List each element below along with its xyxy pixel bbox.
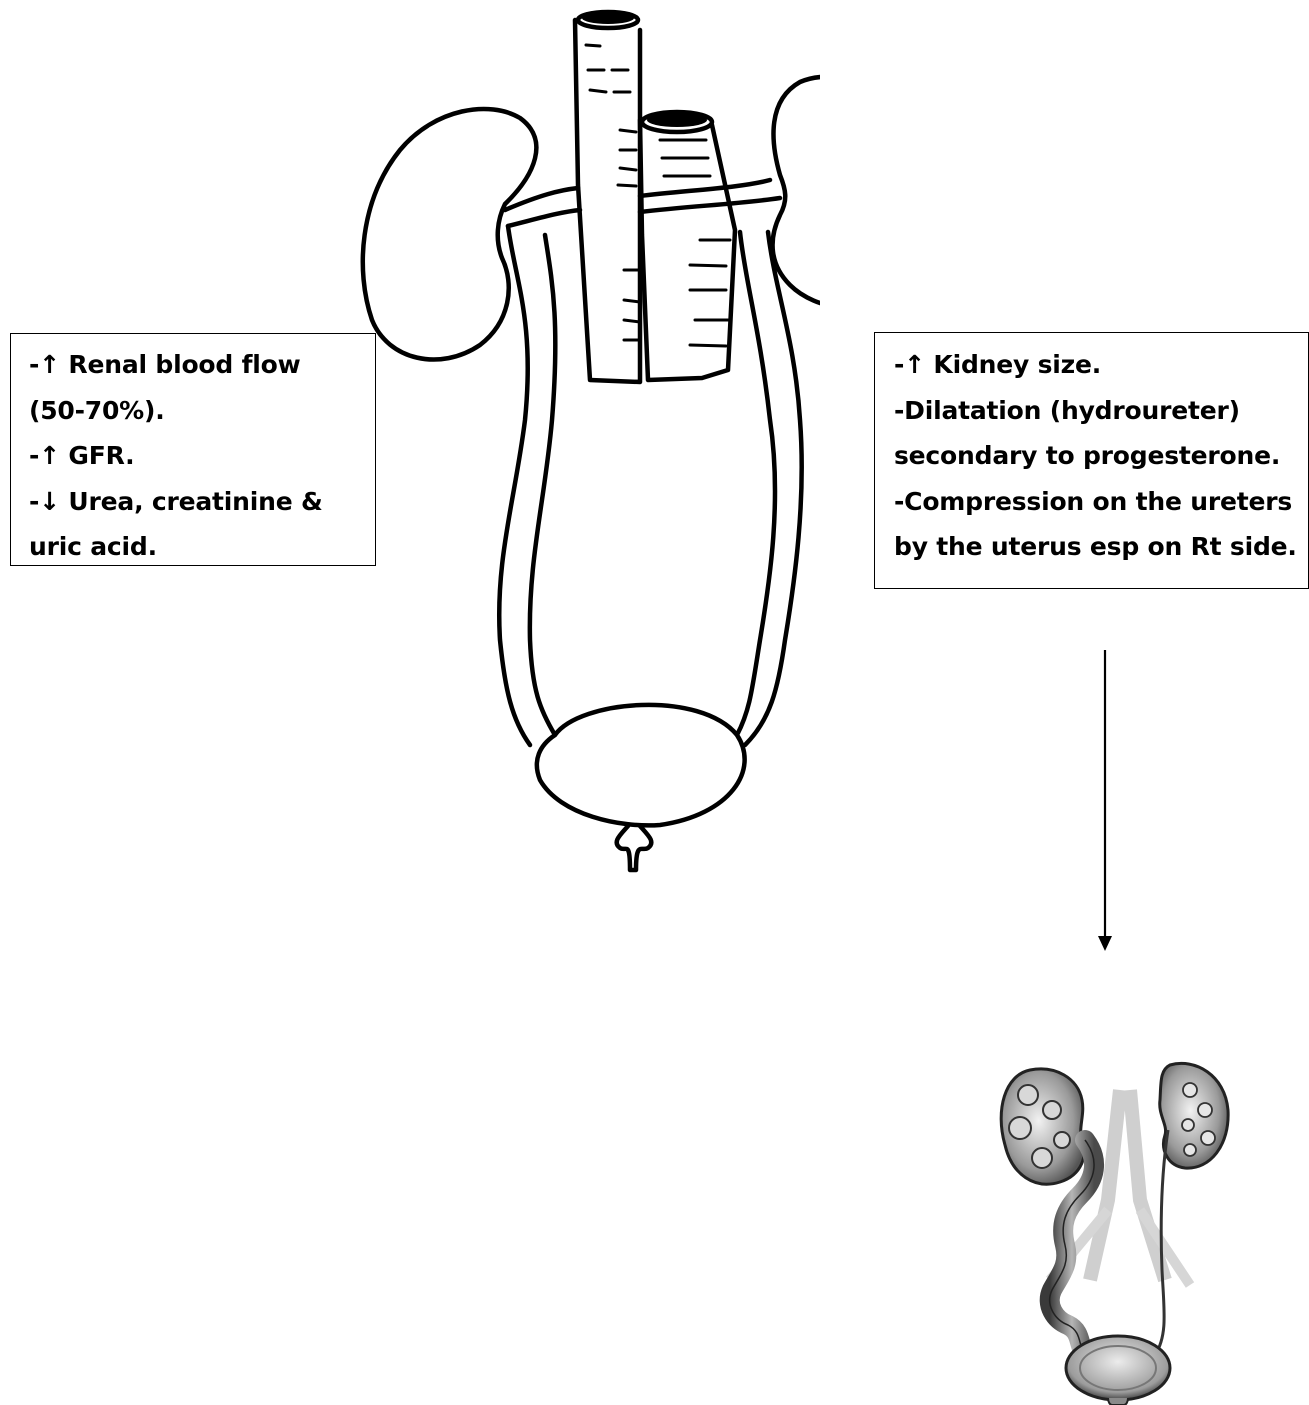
note-line: secondary to progesterone. <box>894 433 1302 479</box>
physiology-notes-box: -↑ Renal blood flow (50-70%). -↑ GFR. -↓… <box>10 333 376 566</box>
anatomy-notes-box: -↑ Kidney size. -Dilatation (hydroureter… <box>874 332 1309 589</box>
note-line: uric acid. <box>29 524 365 570</box>
note-line: -↑ Kidney size. <box>894 342 1302 388</box>
hydroureter-illustration-icon <box>990 1050 1240 1405</box>
note-line: by the uterus esp on Rt side. <box>894 524 1302 570</box>
right-ureter-shape <box>737 232 775 735</box>
note-line: -↓ Urea, creatinine & <box>29 479 365 525</box>
arrow-down-icon <box>1090 650 1120 955</box>
note-line: -↑ GFR. <box>29 433 365 479</box>
bladder-shape <box>537 705 745 826</box>
urinary-system-drawing-icon <box>340 0 820 885</box>
urethra-shape <box>617 826 652 870</box>
note-line: -Compression on the ureters <box>894 479 1302 525</box>
note-line: -↑ Renal blood flow <box>29 342 365 388</box>
note-line: -Dilatation (hydroureter) <box>894 388 1302 434</box>
left-ureter-shape <box>499 226 530 745</box>
note-line: (50-70%). <box>29 388 365 434</box>
vena-cava-shape <box>575 20 640 382</box>
right-kidney-shape <box>773 77 820 309</box>
